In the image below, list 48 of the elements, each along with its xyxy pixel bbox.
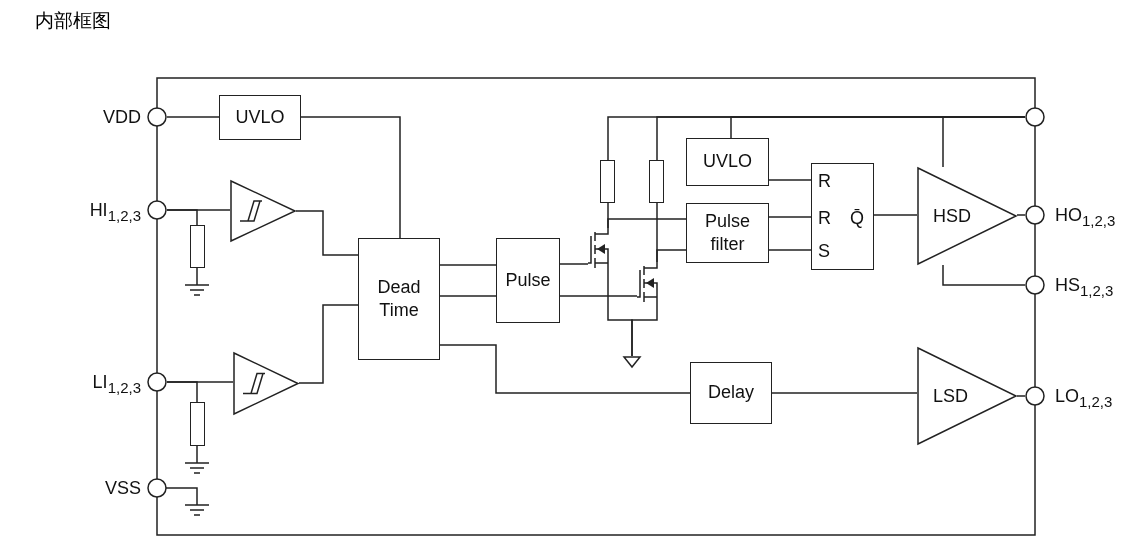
wire xyxy=(771,392,918,394)
resistor-symbol xyxy=(649,160,664,203)
wire xyxy=(166,381,198,403)
wire xyxy=(295,210,359,256)
wire xyxy=(559,295,638,297)
function-block: Dead Time xyxy=(358,238,440,360)
wire xyxy=(1016,214,1026,216)
wire xyxy=(768,216,812,218)
pin-label: LI$_{1,2,3}$ xyxy=(92,371,141,398)
wire xyxy=(768,249,812,251)
pin-label: VDD xyxy=(103,106,141,129)
pin-label: VSS xyxy=(104,477,141,500)
latch-terminal-label: Q̄ xyxy=(850,207,864,229)
latch-terminal-label: S xyxy=(818,240,830,262)
function-block: Pulse filter xyxy=(686,203,769,263)
function-block: Delay xyxy=(690,362,772,424)
wire xyxy=(298,304,359,384)
pin-label: HO$_{1,2,3}$ xyxy=(1055,204,1116,231)
latch-terminal-label: R xyxy=(818,207,831,229)
wire xyxy=(439,295,497,297)
pin-label: HI$_{1,2,3}$ xyxy=(89,199,141,226)
driver-label: LSD xyxy=(933,385,968,407)
function-block: UVLO xyxy=(686,138,769,186)
latch-block xyxy=(811,163,874,270)
pin-label: HS$_{1,2,3}$ xyxy=(1055,274,1114,301)
wire xyxy=(873,214,918,216)
wire xyxy=(559,263,589,265)
wire xyxy=(300,116,401,239)
wire xyxy=(942,116,1026,168)
function-block: UVLO xyxy=(219,95,301,140)
wire xyxy=(656,249,687,263)
wire xyxy=(166,116,220,118)
wire xyxy=(631,303,658,357)
wire xyxy=(439,264,497,266)
resistor-symbol xyxy=(600,160,615,203)
driver-label: HSD xyxy=(933,205,971,227)
wire xyxy=(439,344,691,394)
resistor-symbol xyxy=(190,402,205,446)
wire xyxy=(607,218,687,229)
wire xyxy=(166,209,198,226)
wire xyxy=(1016,395,1026,397)
latch-terminal-label: R xyxy=(818,170,831,192)
resistor-symbol xyxy=(190,225,205,268)
wire xyxy=(768,179,812,181)
function-block: Pulse xyxy=(496,238,560,323)
wire xyxy=(942,264,1026,286)
diagram-title: 内部框图 xyxy=(35,9,111,33)
pin-label: LO$_{1,2,3}$ xyxy=(1055,385,1113,412)
